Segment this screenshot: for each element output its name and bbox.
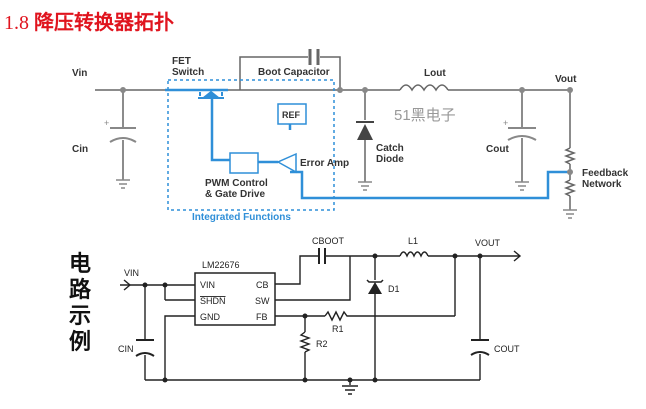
watermark: 51黑电子: [394, 107, 456, 124]
svg-text:+: +: [104, 118, 109, 128]
boot-cap-label: Boot Capacitor: [258, 67, 330, 78]
pin-shdn-label: SHDN: [200, 296, 226, 306]
vout-output-label: VOUT: [475, 238, 501, 248]
title-text: 降压转换器拓扑: [34, 12, 174, 34]
ground-icons: [116, 179, 577, 219]
pwm-label-line2: & Gate Drive: [205, 189, 265, 200]
cin-label: Cin: [72, 144, 88, 155]
ref-box: [277, 103, 307, 125]
error-amp-icon: [276, 152, 297, 174]
r2-label: R2: [316, 339, 328, 349]
cboot-label: CBOOT: [312, 236, 345, 246]
pwm-label-line1: PWM Control: [205, 178, 268, 189]
l1-label: L1: [408, 236, 418, 246]
fet-switch-icon: [198, 90, 224, 99]
integrated-functions-label: Integrated Functions: [192, 212, 291, 223]
feedback-label-line1: Feedback: [582, 168, 629, 179]
vout-label: Vout: [555, 74, 577, 85]
svg-text:+: +: [503, 118, 508, 128]
pin-vin-label: VIN: [200, 280, 215, 290]
cin-capacitor-icon: +: [104, 118, 137, 143]
side-char-4: 例: [68, 330, 91, 355]
cin-bottom-label: CIN: [118, 344, 134, 354]
page-title: 1.8 降压转换器拓扑: [4, 6, 174, 35]
r1-resistor-icon: [324, 310, 350, 322]
pin-cb-label: CB: [256, 280, 269, 290]
cboot-capacitor-icon: [318, 248, 326, 264]
lout-label: Lout: [424, 68, 446, 79]
pin-gnd-label: GND: [200, 312, 221, 322]
vin-input-label: VIN: [124, 268, 139, 278]
inductor-icon: [399, 84, 449, 92]
junction-dots-bottom: [142, 253, 483, 383]
cout-bottom-label: COUT: [494, 344, 520, 354]
catch-label-line2: Diode: [376, 154, 404, 165]
ground-icon-bottom: [342, 385, 358, 395]
d1-label: D1: [388, 284, 400, 294]
chip-label: LM22676: [202, 260, 240, 270]
junction-dots: [120, 87, 573, 175]
pin-sw-label: SW: [255, 296, 270, 306]
feedback-label-line2: Network: [582, 179, 622, 190]
boot-capacitor-icon: [308, 49, 320, 65]
side-char-1: 电: [68, 252, 91, 277]
lm22676-example-circuit: VIN LM22676 VIN SHDN GND CB SW FB CBOOT …: [118, 236, 522, 395]
pwm-box: [229, 152, 259, 174]
cout-label: Cout: [486, 144, 509, 155]
cout-capacitor-icon-bottom: [470, 339, 490, 356]
vin-label: Vin: [72, 68, 87, 79]
catch-diode-icon: [356, 121, 374, 140]
catch-label-line1: Catch: [376, 143, 404, 154]
lm22676-chip: [194, 272, 276, 326]
side-char-2: 路: [68, 278, 91, 303]
l1-inductor-icon: [399, 251, 429, 258]
fet-label-line2: Switch: [172, 67, 204, 78]
r2-resistor-icon: [299, 331, 311, 353]
pin-fb-label: FB: [256, 312, 268, 322]
buck-topology-diagram: + + Vi: [72, 49, 629, 223]
d1-diode-icon: [366, 279, 384, 294]
fet-label-line1: FET: [172, 56, 191, 67]
r1-label: R1: [332, 324, 344, 334]
circuit-example-label: 电 路 示 例: [66, 252, 94, 356]
side-char-3: 示: [68, 304, 91, 329]
error-amp-label: Error Amp: [300, 158, 349, 169]
integrated-functions-box: [167, 79, 335, 211]
feedback-resistors-icon: [563, 147, 577, 197]
title-number: 1.8: [4, 12, 29, 34]
vout-arrow-icon: [513, 250, 522, 262]
ref-label: REF: [282, 110, 301, 120]
cout-capacitor-icon: +: [503, 118, 537, 141]
cin-capacitor-icon-bottom: [135, 339, 155, 357]
